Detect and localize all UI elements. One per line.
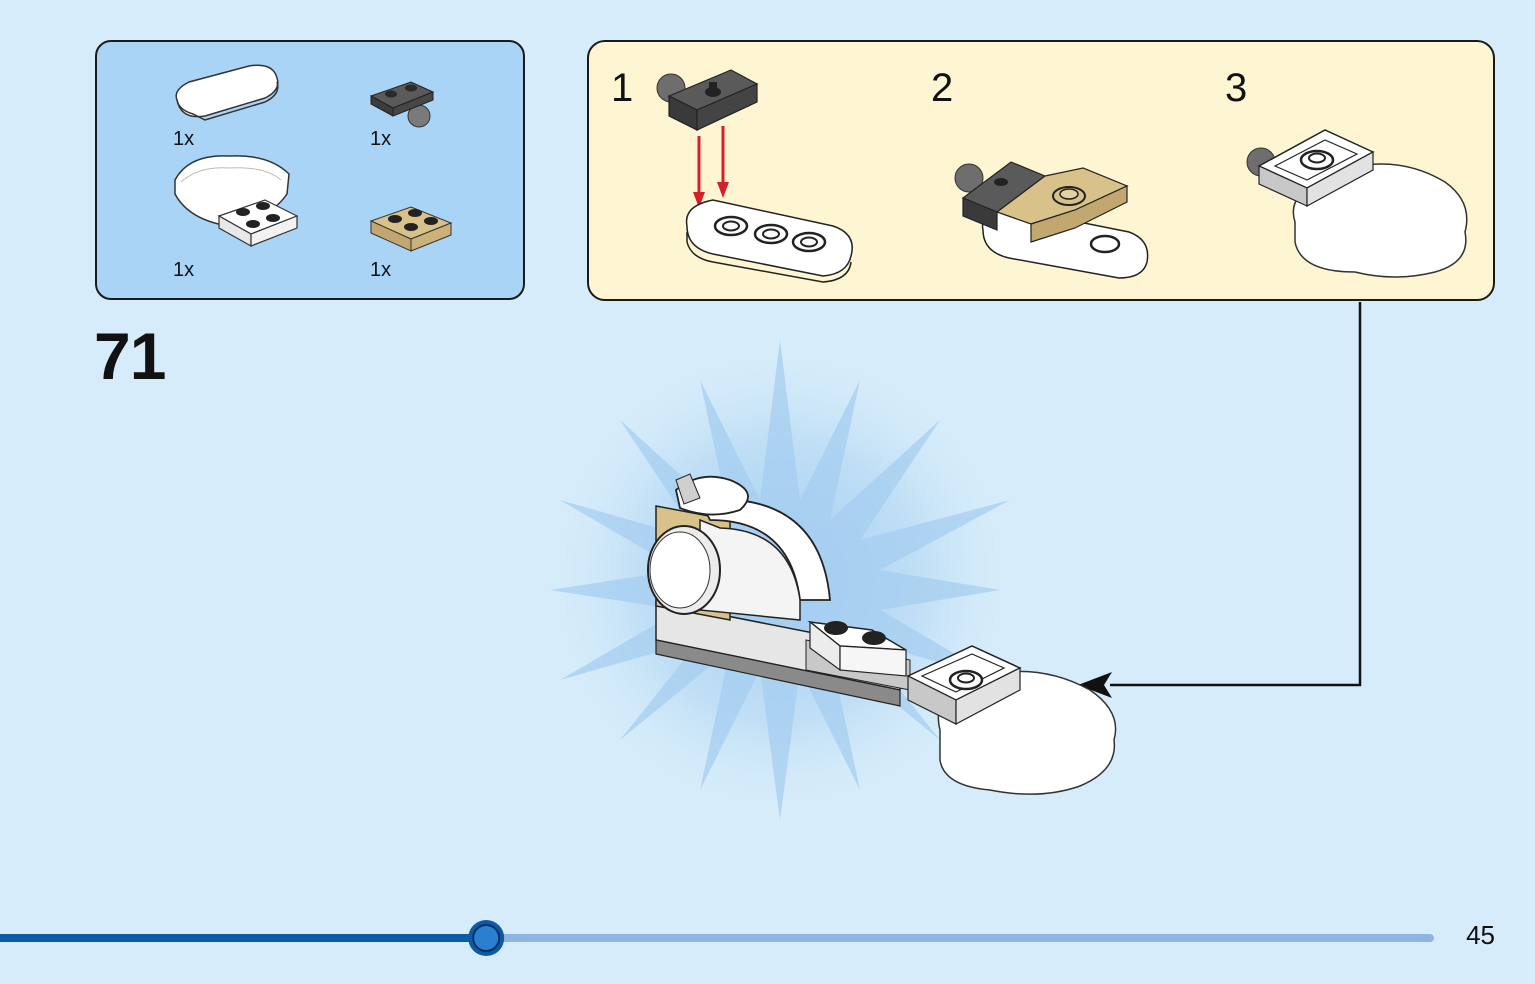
substep-number: 1 (611, 66, 634, 110)
progress-marker-ring (472, 924, 501, 952)
substep-1-illustration (656, 69, 853, 283)
parts-list-panel: 1x 1x 1x 1x (95, 40, 525, 300)
part-quantity: 1x (370, 259, 392, 281)
part-quantity: 1x (370, 128, 392, 150)
callout-arrowhead (1078, 672, 1112, 698)
assembled-model (647, 473, 1117, 795)
part-quantity: 1x (173, 128, 195, 150)
white-snow-plate-icon (174, 155, 299, 248)
white-rounded-tile-icon (175, 64, 279, 121)
instruction-progress-bar (0, 920, 1434, 956)
substep-number: 2 (931, 66, 954, 110)
substep-number: 3 (1225, 66, 1248, 110)
callout-connector (1110, 302, 1362, 687)
part-quantity: 1x (173, 259, 195, 281)
sub-assembly-panel: 1 2 3 (587, 40, 1495, 301)
tan-plate-icon (369, 206, 453, 252)
substep-3-illustration (1246, 129, 1468, 278)
step-number: 71 (94, 319, 166, 393)
page-number: 45 (1466, 920, 1495, 950)
substep-2-illustration (954, 161, 1149, 279)
dark-gray-plate-icon (369, 81, 435, 128)
